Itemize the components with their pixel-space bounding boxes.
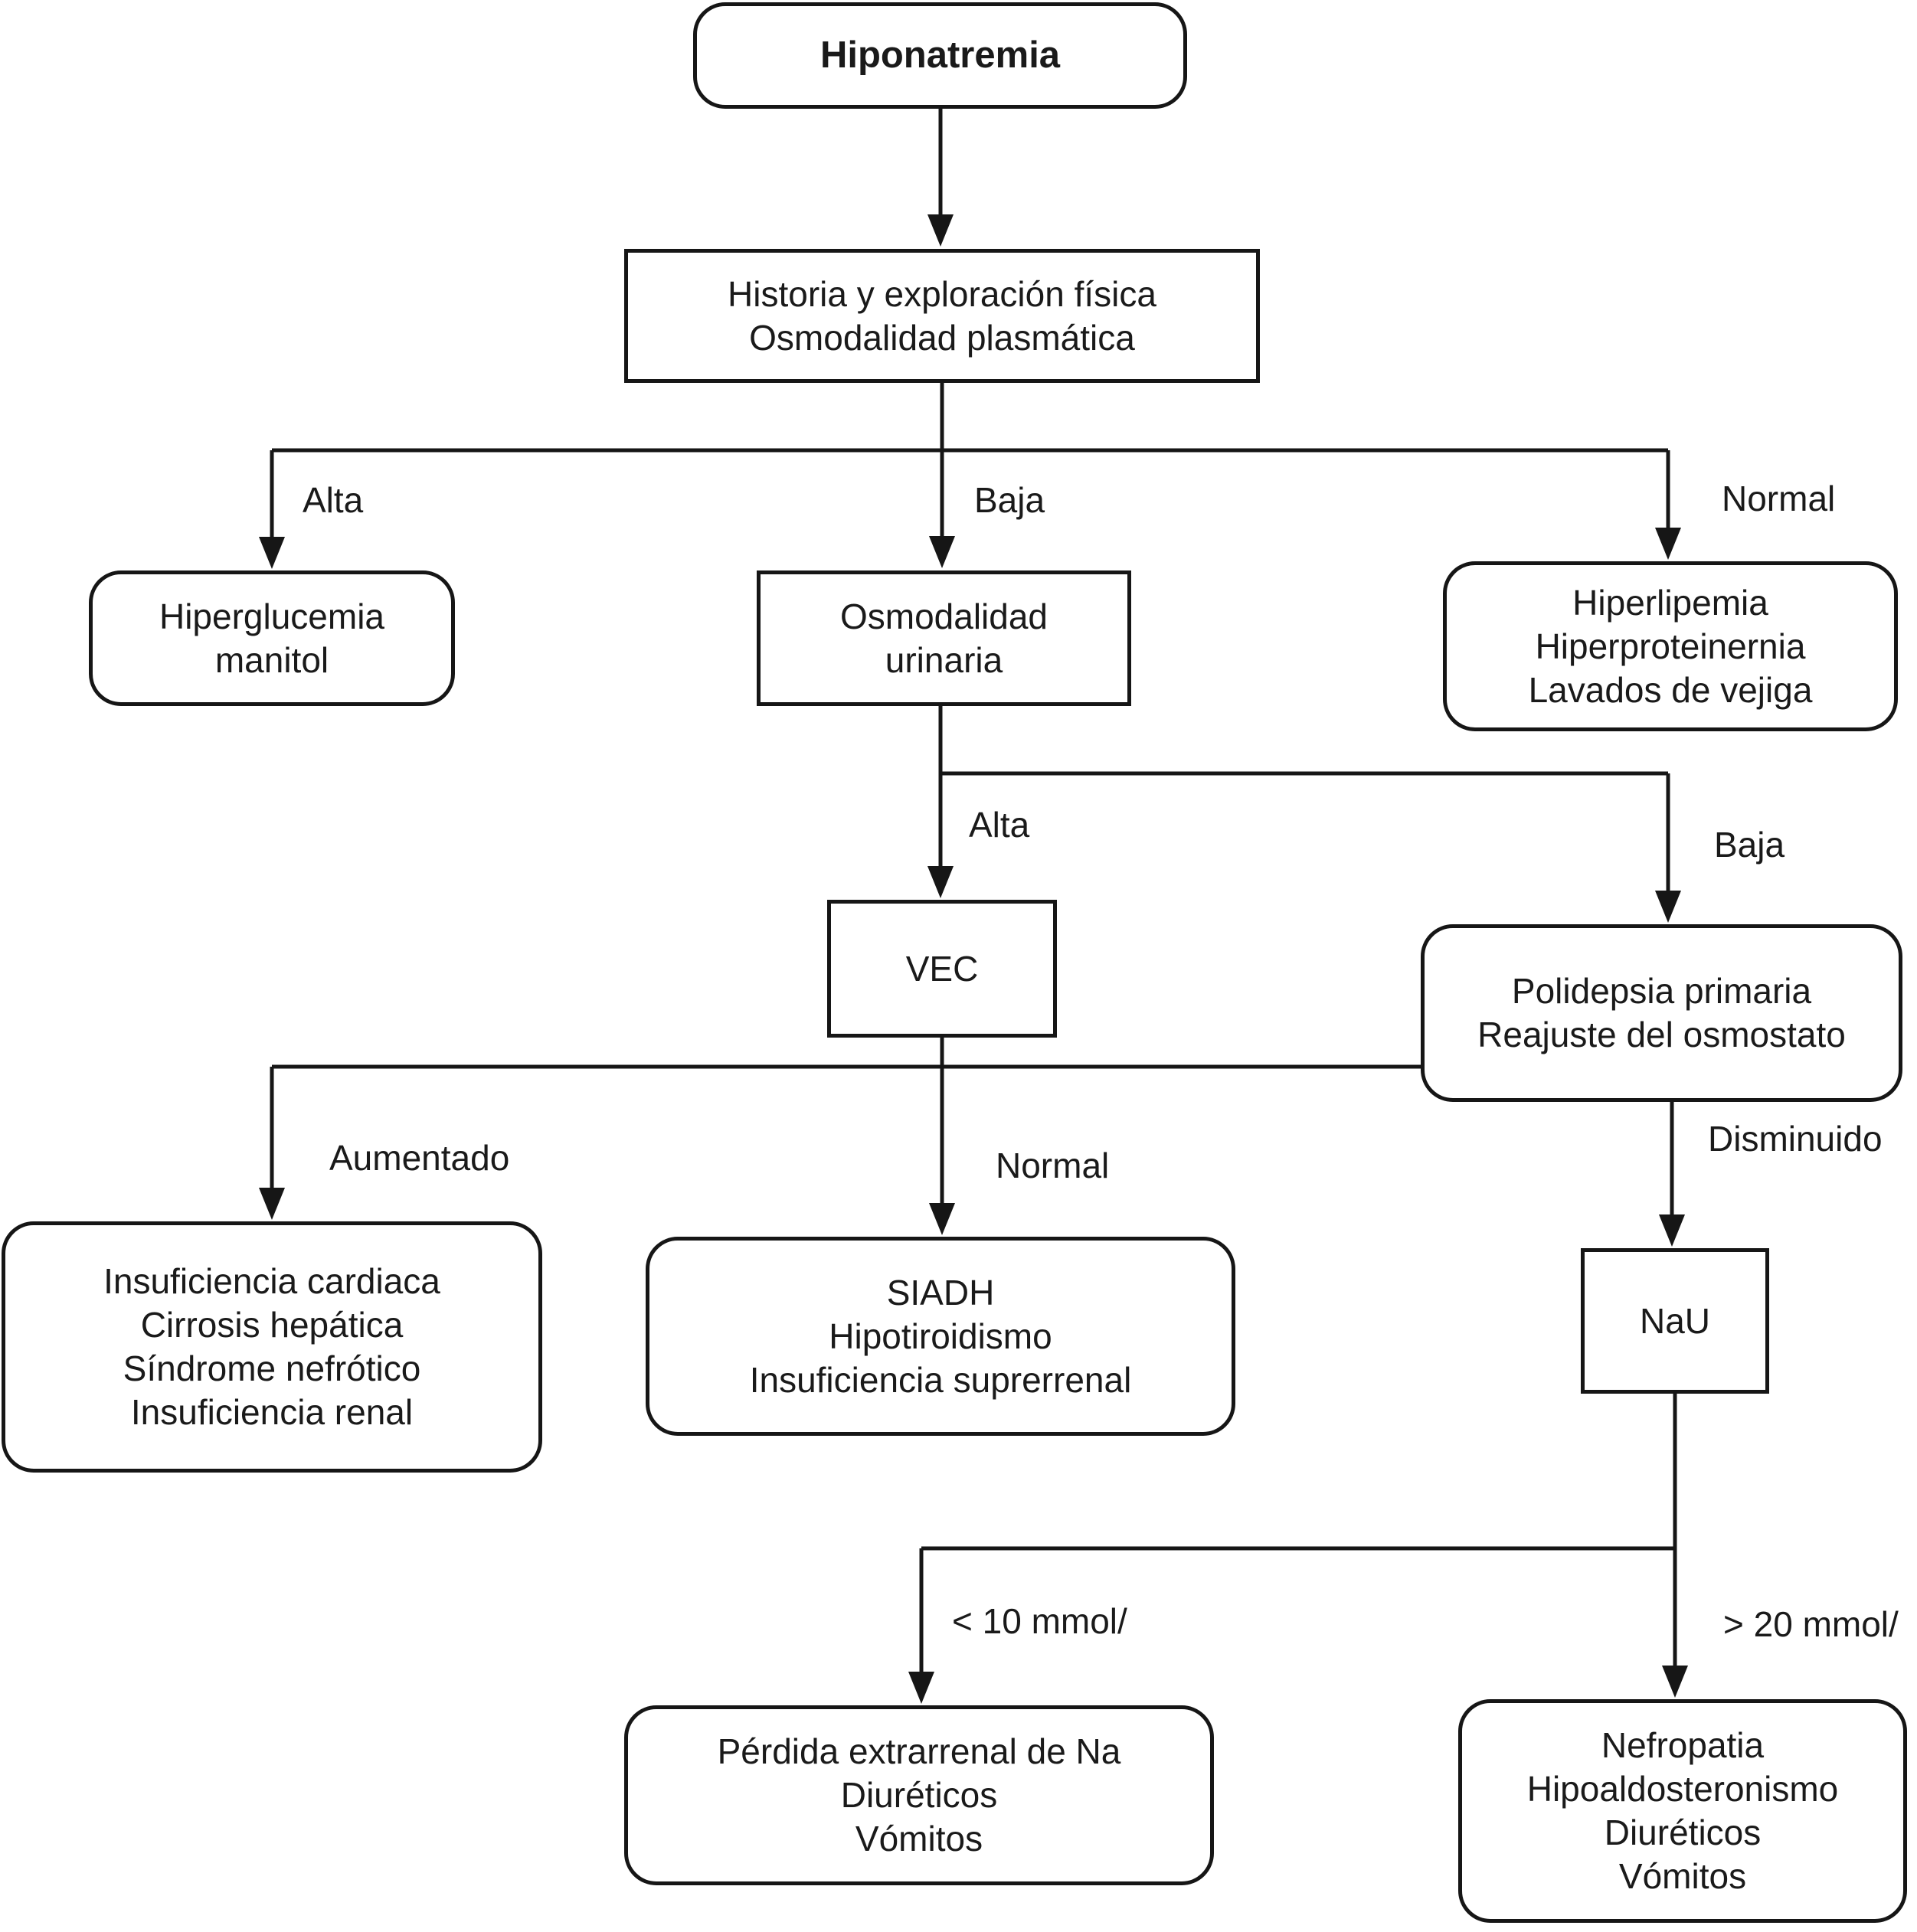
node-nefropatia: Nefropatia Hipoaldosteronismo Diuréticos… [1458,1699,1907,1923]
edge-label-gt-20-mmol: > 20 mmol/ [1723,1604,1899,1644]
arrowhead-nau [1659,1214,1685,1247]
node-insuficiencia-line-2: Cirrosis hepática [140,1305,404,1345]
node-hiperlipemia-line-2: Hiperproteinernia [1535,626,1806,666]
node-polidepsia: Polidepsia primaria Reajuste del osmosta… [1421,924,1902,1102]
node-historia-line-1: Historia y exploración física [728,273,1156,314]
node-perdida-extrarrenal: Pérdida extrarrenal de Na Diuréticos Vóm… [624,1705,1214,1885]
node-insuficiencia-line-4: Insuficiencia renal [130,1392,414,1432]
arrowhead-siadh [929,1203,955,1235]
arrowhead-hiperglucemia [259,537,285,569]
edge-label-disminuido: Disminuido [1708,1119,1883,1159]
node-nau: NaU [1581,1248,1769,1394]
node-siadh-line-1: SIADH [886,1272,995,1313]
arrowhead-perdida [908,1672,934,1704]
edge-label-aumentado: Aumentado [329,1138,510,1178]
node-hiperglucemia-line-1: Hiperglucemia [159,596,384,636]
arrowhead-polidepsia [1655,891,1681,923]
node-hiperlipemia-line-3: Lavados de vejiga [1528,669,1813,710]
edge-label-baja-mid: Baja [1714,825,1785,865]
node-perdida-line-1: Pérdida extrarrenal de Na [717,1731,1121,1771]
node-polidepsia-line-1: Polidepsia primaria [1511,971,1812,1011]
arrowhead-insuficiencia [259,1188,285,1220]
arrowhead-nefropatia [1662,1666,1688,1698]
edge-label-lt-10-mmol: < 10 mmol/ [952,1601,1127,1641]
arrowhead-historia [927,214,954,247]
node-hiperglucemia-line-2: manitol [214,639,329,680]
node-insuficiencia-cardiaca: Insuficiencia cardiaca Cirrosis hepática… [2,1221,542,1473]
arrowhead-vec [927,866,954,898]
edge-label-baja-upper: Baja [974,480,1045,520]
node-insuficiencia-line-1: Insuficiencia cardiaca [103,1261,440,1301]
edge-label-normal-lower: Normal [996,1146,1110,1185]
node-hiponatremia: Hiponatremia [693,2,1187,109]
node-insuficiencia-line-3: Síndrome nefrótico [123,1348,421,1388]
arrowhead-hiperlipemia [1655,528,1681,560]
node-nefropatia-line-1: Nefropatia [1601,1725,1765,1765]
node-osmodalidad-line-2: urinaria [885,639,1003,680]
node-osmodalidad-urinaria: Osmodalidad urinaria [757,570,1131,706]
node-polidepsia-line-2: Reajuste del osmostato [1477,1015,1846,1054]
node-siadh-line-3: Insuficiencia suprerrenal [749,1359,1132,1400]
edge-label-alta-upper: Alta [303,480,364,520]
node-vec: VEC [827,900,1057,1038]
node-hiperlipemia-line-1: Hiperlipemia [1572,582,1768,623]
node-nefropatia-line-2: Hipoaldosteronismo [1526,1769,1839,1809]
node-osmodalidad-line-1: Osmodalidad [839,596,1048,636]
edge-label-normal-upper: Normal [1722,479,1836,518]
node-vec-label: VEC [905,948,979,989]
node-nefropatia-line-3: Diuréticos [1604,1813,1762,1852]
node-siadh-line-2: Hipotiroidismo [829,1316,1052,1356]
node-perdida-line-3: Vómitos [855,1819,983,1858]
edge-label-alta-mid: Alta [969,805,1030,845]
node-hiperlipemia: Hiperlipemia Hiperproteinernia Lavados d… [1443,561,1898,731]
node-hiponatremia-label: Hiponatremia [819,34,1061,76]
node-siadh: SIADH Hipotiroidismo Insuficiencia supre… [646,1237,1235,1436]
node-historia-line-2: Osmodalidad plasmática [749,317,1135,358]
node-hiperglucemia: Hiperglucemia manitol [89,570,455,706]
node-perdida-line-2: Diuréticos [840,1775,998,1815]
arrowhead-osmodalidad [929,536,955,568]
node-historia-exploracion: Historia y exploración física Osmodalida… [624,249,1260,383]
node-nau-label: NaU [1639,1300,1711,1341]
node-nefropatia-line-4: Vómitos [1618,1856,1747,1896]
